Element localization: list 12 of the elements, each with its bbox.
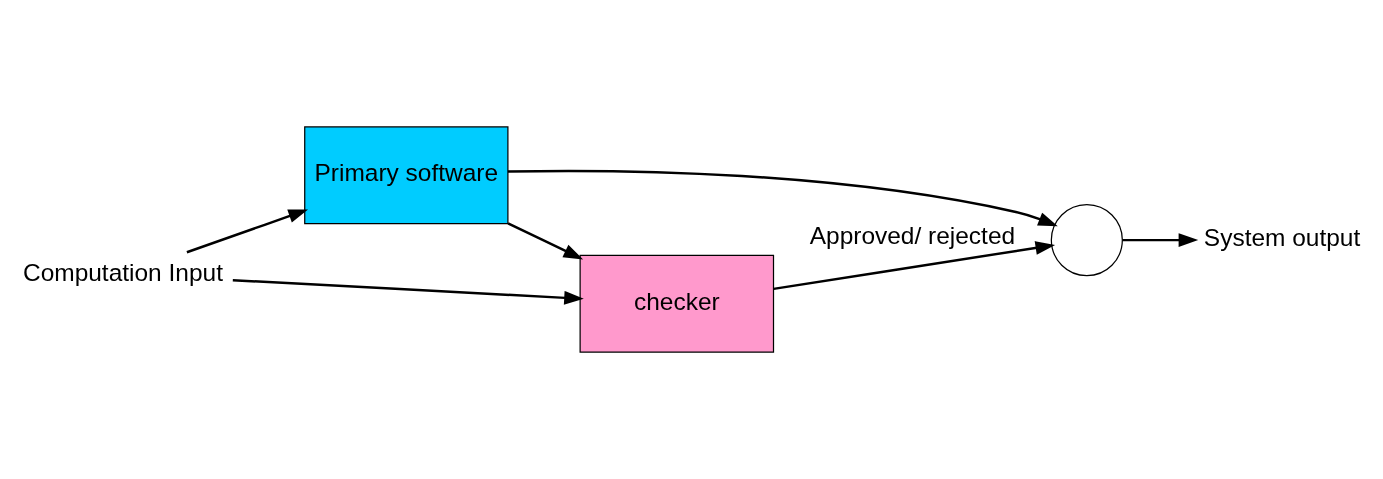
edge-label: Approved/ rejected bbox=[809, 221, 1016, 249]
node-box: checker bbox=[579, 254, 775, 353]
arrow bbox=[507, 169, 1058, 227]
node-box: Primary software bbox=[304, 126, 509, 225]
arrow bbox=[507, 222, 584, 260]
node-circle bbox=[1050, 204, 1123, 277]
arrow bbox=[773, 241, 1056, 291]
node-text: Computation Input bbox=[22, 258, 223, 286]
arrow bbox=[1122, 233, 1199, 247]
node-text: System output bbox=[1203, 224, 1361, 252]
arrow bbox=[232, 278, 584, 305]
arrow bbox=[186, 209, 309, 254]
